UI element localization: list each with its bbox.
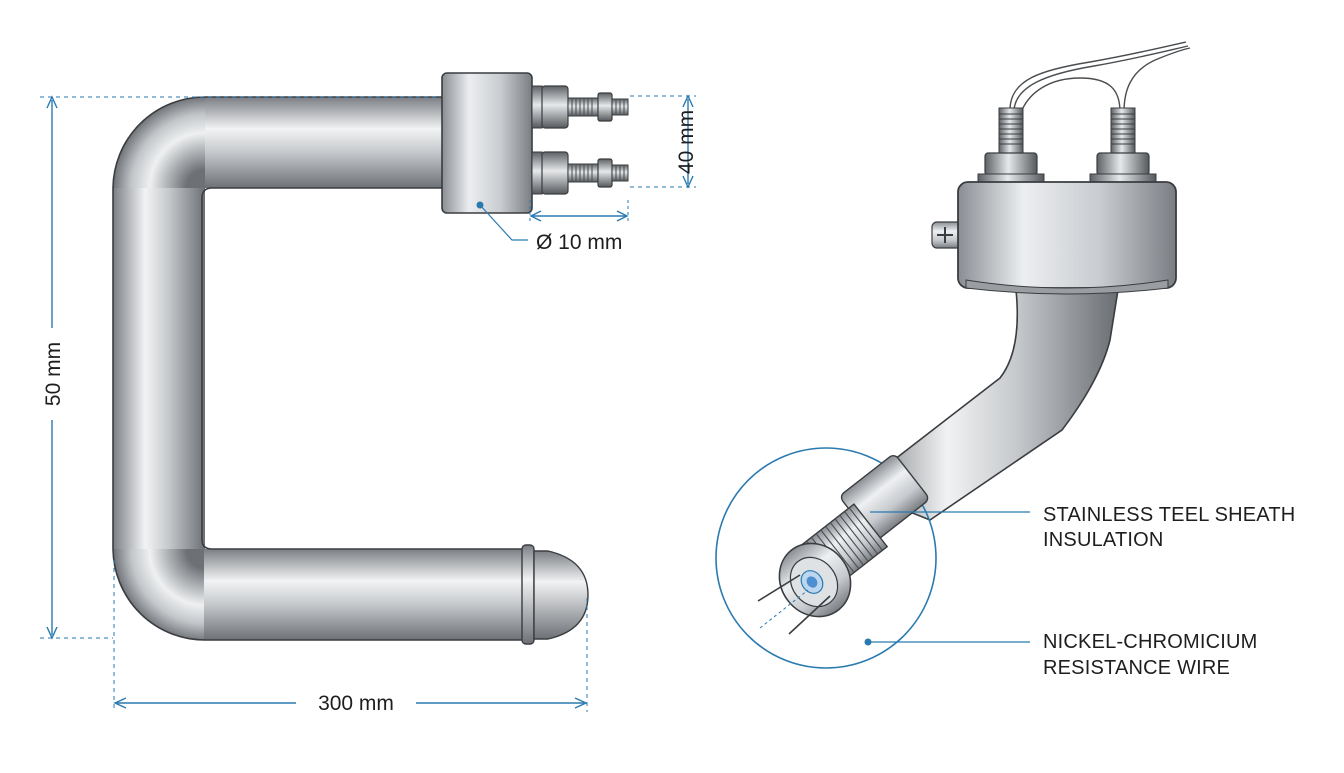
u-heating-element <box>112 72 629 645</box>
sheath-callout-line2: INSULATION <box>1043 529 1164 551</box>
end-cap-ring <box>521 544 535 645</box>
bottom-tube <box>204 549 526 640</box>
width-label: 300 mm <box>318 692 394 715</box>
detail-zoom-circle <box>715 447 937 669</box>
terminal-housing <box>957 181 1177 289</box>
terminal-diameter-label: Ø 10 mm <box>536 231 622 254</box>
lower-terminal <box>531 151 629 195</box>
right-hex-nut <box>1096 152 1150 176</box>
angled-heating-element <box>715 41 1191 669</box>
wire-leader-dot <box>864 638 872 646</box>
upper-terminal <box>531 85 629 129</box>
wire-callout-line1: NICKEL-CHROMICIUM <box>1043 631 1258 653</box>
callout-leaders <box>870 511 1030 643</box>
height-label: 50 mm <box>42 342 65 406</box>
terminal-block <box>441 72 533 214</box>
diameter-leader <box>479 204 528 241</box>
top-tube <box>205 97 445 188</box>
bottom-left-bend <box>113 549 205 641</box>
angled-tube <box>853 289 1119 521</box>
threaded-stud-left <box>977 107 1045 185</box>
resistance-wire-leads <box>757 574 831 635</box>
left-hex-nut <box>984 152 1038 176</box>
lead-wires <box>1009 41 1191 113</box>
dimension-lines <box>40 94 696 712</box>
end-cap-tip <box>533 550 589 640</box>
threaded-stud-right <box>1089 107 1157 185</box>
terminal-spacing-label: 40 mm <box>675 110 698 174</box>
sheath-callout-line1: STAINLESS TEEL SHEATH <box>1043 504 1295 526</box>
lower-hex-nut <box>541 151 569 195</box>
upper-hex-nut <box>541 85 569 129</box>
wire-callout-line2: RESISTANCE WIRE <box>1043 657 1230 679</box>
vertical-tube <box>113 188 205 550</box>
